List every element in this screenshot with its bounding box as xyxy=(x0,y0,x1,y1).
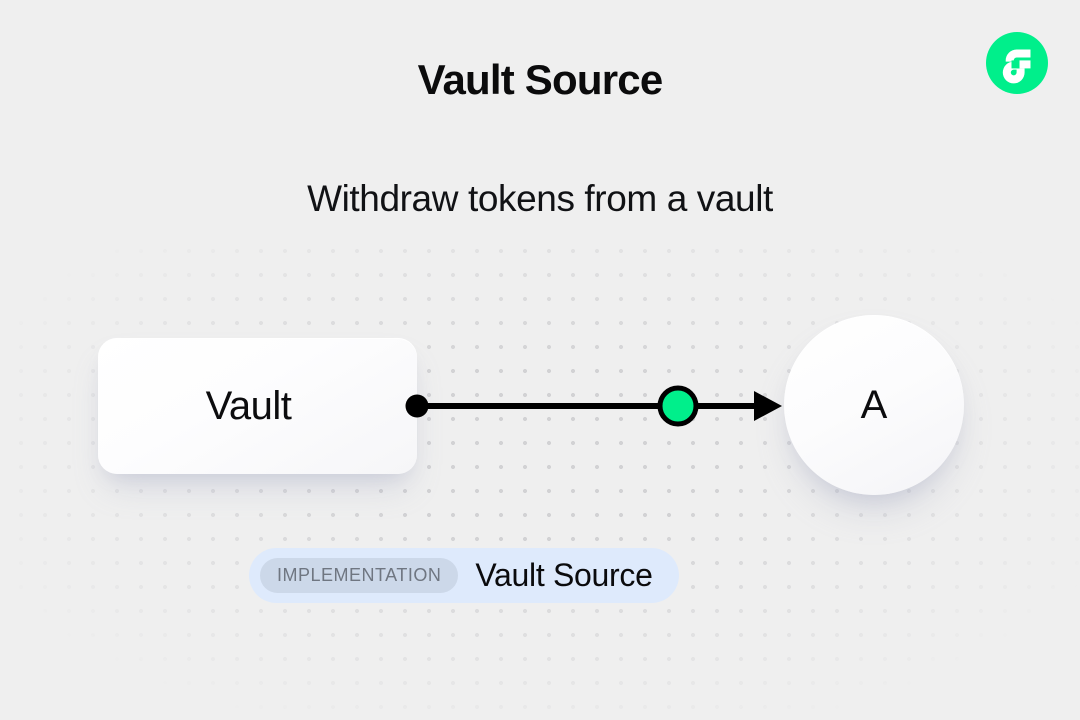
node-vault[interactable]: Vault xyxy=(98,338,417,474)
implementation-kind-chip: IMPLEMENTATION xyxy=(260,558,459,593)
implementation-name: Vault Source xyxy=(475,557,653,593)
node-a-label: A xyxy=(860,382,888,427)
page-subtitle: Withdraw tokens from a vault xyxy=(307,178,773,219)
node-a[interactable]: A xyxy=(784,315,964,495)
edge-vault-to-a[interactable] xyxy=(390,372,800,442)
page-title: Vault Source xyxy=(417,56,664,103)
node-vault-label: Vault xyxy=(205,383,292,428)
implementation-badge[interactable]: IMPLEMENTATION Vault Source xyxy=(249,548,679,603)
edge-midpoint-handle xyxy=(657,385,699,427)
flow-logo xyxy=(986,32,1048,94)
edge-source-handle xyxy=(405,394,429,418)
